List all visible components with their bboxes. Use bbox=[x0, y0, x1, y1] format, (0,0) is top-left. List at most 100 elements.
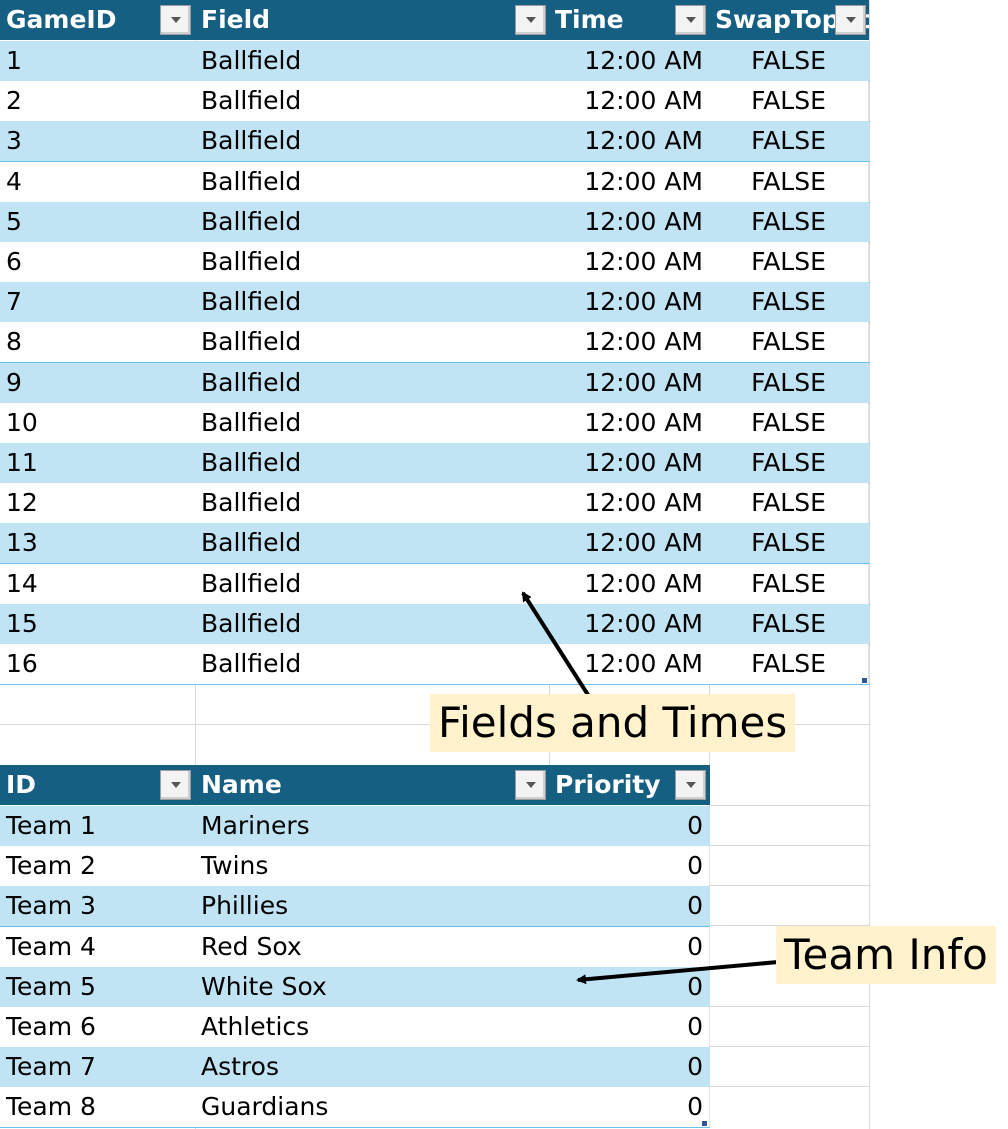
cell-swap[interactable]: FALSE bbox=[709, 161, 869, 202]
cell-id[interactable]: 11 bbox=[0, 443, 196, 483]
cell-swap[interactable]: FALSE bbox=[709, 322, 869, 363]
cell-swap[interactable]: FALSE bbox=[709, 644, 869, 684]
cell-priority[interactable]: 0 bbox=[549, 886, 710, 927]
filter-dropdown-icon[interactable] bbox=[675, 5, 706, 35]
cell-id[interactable]: Team 8 bbox=[0, 1087, 196, 1128]
cell-id[interactable]: Team 1 bbox=[0, 806, 196, 846]
cell-id[interactable]: 5 bbox=[0, 201, 196, 242]
cell-id[interactable]: 7 bbox=[0, 282, 196, 323]
cell-time[interactable]: 12:00 AM bbox=[549, 644, 710, 684]
cell-id[interactable]: 9 bbox=[0, 362, 196, 403]
cell-id[interactable]: 8 bbox=[0, 322, 196, 363]
header-field[interactable]: Field bbox=[195, 0, 550, 40]
cell-time[interactable]: 12:00 AM bbox=[549, 242, 710, 282]
cell-swap[interactable]: FALSE bbox=[709, 362, 869, 403]
filter-dropdown-icon[interactable] bbox=[160, 5, 191, 35]
cell-field[interactable]: Ballfield bbox=[195, 362, 550, 403]
cell-time[interactable]: 12:00 AM bbox=[549, 41, 710, 81]
cell-swap[interactable]: FALSE bbox=[709, 41, 869, 81]
cell-priority[interactable]: 0 bbox=[549, 1087, 710, 1128]
cell-time[interactable]: 12:00 AM bbox=[549, 362, 710, 403]
cell-priority[interactable]: 0 bbox=[549, 1047, 710, 1088]
cell-priority[interactable]: 0 bbox=[549, 966, 710, 1007]
cell-swap[interactable]: FALSE bbox=[709, 121, 869, 162]
cell-time[interactable]: 12:00 AM bbox=[549, 402, 710, 443]
cell-swap[interactable]: FALSE bbox=[709, 603, 869, 644]
table-resize-handle[interactable] bbox=[862, 678, 867, 683]
cell-field[interactable]: Ballfield bbox=[195, 523, 550, 564]
cell-time[interactable]: 12:00 AM bbox=[549, 563, 710, 604]
cell-field[interactable]: Ballfield bbox=[195, 242, 550, 282]
filter-dropdown-icon[interactable] bbox=[515, 5, 546, 35]
cell-id[interactable]: 4 bbox=[0, 161, 196, 202]
cell-name[interactable]: Twins bbox=[195, 846, 550, 887]
header-name[interactable]: Name bbox=[195, 765, 550, 805]
cell-time[interactable]: 12:00 AM bbox=[549, 81, 710, 122]
table-resize-handle[interactable] bbox=[702, 1121, 707, 1126]
cell-time[interactable]: 12:00 AM bbox=[549, 121, 710, 162]
cell-field[interactable]: Ballfield bbox=[195, 81, 550, 122]
cell-time[interactable]: 12:00 AM bbox=[549, 483, 710, 524]
cell-id[interactable]: 16 bbox=[0, 644, 196, 684]
cell-name[interactable]: Athletics bbox=[195, 1007, 550, 1047]
cell-time[interactable]: 12:00 AM bbox=[549, 443, 710, 483]
cell-priority[interactable]: 0 bbox=[549, 846, 710, 887]
cell-time[interactable]: 12:00 AM bbox=[549, 161, 710, 202]
header-swaptopbottom[interactable]: SwapTopBottom bbox=[709, 0, 869, 40]
cell-swap[interactable]: FALSE bbox=[709, 483, 869, 524]
cell-field[interactable]: Ballfield bbox=[195, 201, 550, 242]
cell-name[interactable]: Phillies bbox=[195, 886, 550, 927]
cell-field[interactable]: Ballfield bbox=[195, 282, 550, 323]
cell-swap[interactable]: FALSE bbox=[709, 443, 869, 483]
cell-name[interactable]: Mariners bbox=[195, 806, 550, 846]
cell-id[interactable]: 15 bbox=[0, 603, 196, 644]
cell-priority[interactable]: 0 bbox=[549, 926, 710, 967]
cell-field[interactable]: Ballfield bbox=[195, 161, 550, 202]
cell-field[interactable]: Ballfield bbox=[195, 603, 550, 644]
cell-name[interactable]: Astros bbox=[195, 1047, 550, 1088]
filter-dropdown-icon[interactable] bbox=[835, 5, 866, 35]
header-priority[interactable]: Priority bbox=[549, 765, 710, 805]
cell-priority[interactable]: 0 bbox=[549, 806, 710, 846]
cell-field[interactable]: Ballfield bbox=[195, 41, 550, 81]
cell-time[interactable]: 12:00 AM bbox=[549, 201, 710, 242]
cell-field[interactable]: Ballfield bbox=[195, 644, 550, 684]
cell-id[interactable]: 1 bbox=[0, 41, 196, 81]
cell-field[interactable]: Ballfield bbox=[195, 443, 550, 483]
cell-time[interactable]: 12:00 AM bbox=[549, 322, 710, 363]
cell-swap[interactable]: FALSE bbox=[709, 402, 869, 443]
cell-swap[interactable]: FALSE bbox=[709, 242, 869, 282]
cell-id[interactable]: Team 4 bbox=[0, 926, 196, 967]
cell-swap[interactable]: FALSE bbox=[709, 563, 869, 604]
cell-id[interactable]: 12 bbox=[0, 483, 196, 524]
cell-name[interactable]: Guardians bbox=[195, 1087, 550, 1128]
filter-dropdown-icon[interactable] bbox=[515, 770, 546, 800]
cell-id[interactable]: 13 bbox=[0, 523, 196, 564]
cell-id[interactable]: Team 7 bbox=[0, 1047, 196, 1088]
cell-field[interactable]: Ballfield bbox=[195, 402, 550, 443]
cell-id[interactable]: Team 3 bbox=[0, 886, 196, 927]
header-id[interactable]: ID bbox=[0, 765, 196, 805]
cell-priority[interactable]: 0 bbox=[549, 1007, 710, 1047]
cell-id[interactable]: Team 2 bbox=[0, 846, 196, 887]
cell-field[interactable]: Ballfield bbox=[195, 483, 550, 524]
cell-id[interactable]: 10 bbox=[0, 402, 196, 443]
cell-id[interactable]: 2 bbox=[0, 81, 196, 122]
cell-id[interactable]: Team 5 bbox=[0, 966, 196, 1007]
filter-dropdown-icon[interactable] bbox=[160, 770, 191, 800]
cell-id[interactable]: 14 bbox=[0, 563, 196, 604]
cell-id[interactable]: 6 bbox=[0, 242, 196, 282]
cell-id[interactable]: Team 6 bbox=[0, 1007, 196, 1047]
cell-swap[interactable]: FALSE bbox=[709, 282, 869, 323]
filter-dropdown-icon[interactable] bbox=[675, 770, 706, 800]
cell-id[interactable]: 3 bbox=[0, 121, 196, 162]
cell-swap[interactable]: FALSE bbox=[709, 81, 869, 122]
cell-time[interactable]: 12:00 AM bbox=[549, 282, 710, 323]
cell-name[interactable]: White Sox bbox=[195, 966, 550, 1007]
cell-time[interactable]: 12:00 AM bbox=[549, 523, 710, 564]
cell-swap[interactable]: FALSE bbox=[709, 201, 869, 242]
cell-swap[interactable]: FALSE bbox=[709, 523, 869, 564]
cell-field[interactable]: Ballfield bbox=[195, 563, 550, 604]
cell-time[interactable]: 12:00 AM bbox=[549, 603, 710, 644]
cell-name[interactable]: Red Sox bbox=[195, 926, 550, 967]
